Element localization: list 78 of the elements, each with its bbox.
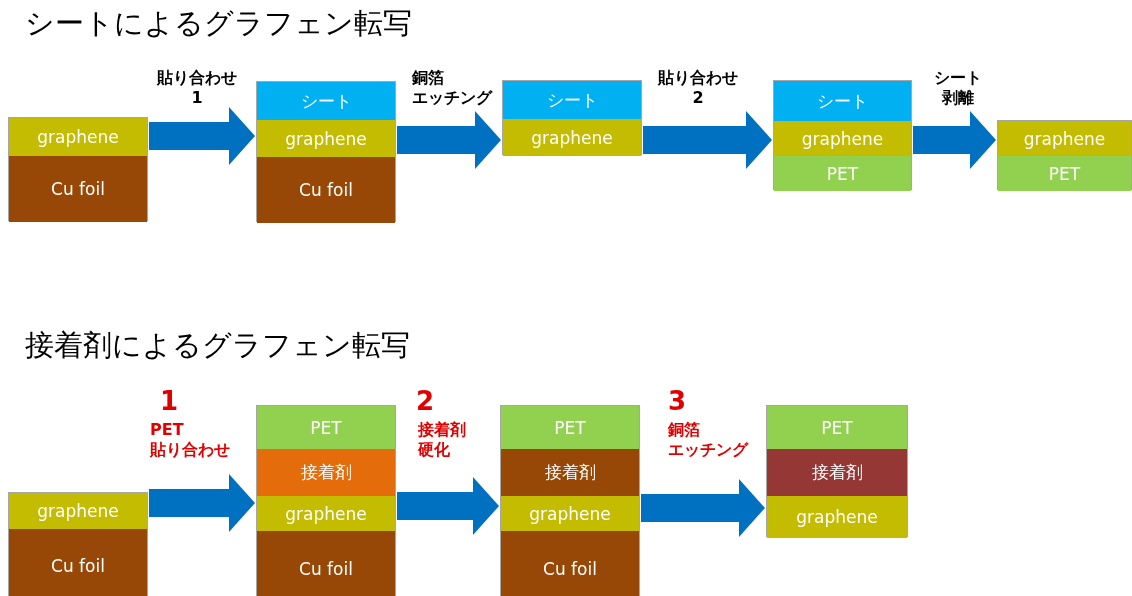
heading: 接着剤によるグラフェン転写	[25, 327, 410, 364]
layer-label: graphene	[285, 128, 367, 149]
step-number: 1	[160, 386, 179, 416]
material-layer	[9, 493, 147, 529]
block-arrow	[643, 111, 772, 169]
layer-label: Cu foil	[299, 180, 353, 200]
step-label: 銅箔エッチング	[668, 420, 750, 460]
layer-label: 接着剤	[811, 461, 863, 484]
material-layer	[767, 449, 907, 496]
material-layer	[9, 156, 147, 222]
layer-label: PET	[1048, 163, 1081, 184]
material-layer	[501, 531, 639, 596]
layer-label: Cu foil	[51, 179, 105, 199]
material-layer	[257, 531, 395, 596]
step-label: 貼り合わせ 1	[156, 68, 238, 108]
heading: シートによるグラフェン転写	[25, 5, 412, 42]
material-layer	[774, 121, 911, 156]
layer-label: シート	[546, 88, 598, 112]
block-arrow	[397, 477, 499, 535]
block-arrow	[149, 107, 255, 165]
block-arrow	[913, 111, 996, 169]
material-layer	[257, 406, 395, 449]
material-layer	[501, 496, 639, 531]
material-layer	[767, 496, 907, 538]
block-arrow	[397, 111, 501, 169]
material-layer	[257, 120, 395, 157]
layer-stack	[8, 492, 148, 596]
layer-label: PET	[310, 417, 342, 438]
layer-label: graphene	[796, 507, 878, 527]
material-layer	[501, 449, 639, 496]
step-number: 3	[668, 386, 687, 416]
layer-label: graphene	[801, 128, 884, 149]
layer-label: graphene	[37, 501, 119, 521]
material-layer	[503, 81, 641, 119]
material-layer	[774, 156, 911, 191]
step-number: 2	[416, 386, 435, 416]
step-label: 銅箔エッチング	[412, 68, 494, 108]
layer-label: 接着剤	[544, 461, 596, 484]
step-label: シート剥離	[933, 68, 983, 108]
material-layer	[257, 82, 395, 120]
material-layer	[998, 156, 1131, 191]
layer-stack	[997, 120, 1132, 190]
layer-label: Cu foil	[543, 558, 597, 579]
layer-stack	[256, 81, 396, 222]
layer-label: PET	[554, 417, 586, 438]
material-layer	[998, 121, 1131, 156]
material-layer	[774, 81, 911, 121]
step-label: PET 貼り合わせ	[150, 420, 231, 460]
layer-label: Cu foil	[299, 558, 353, 579]
layer-label: graphene	[531, 127, 613, 148]
layer-stack	[773, 80, 912, 190]
layer-label: graphene	[37, 127, 119, 147]
layer-label: graphene	[285, 503, 367, 524]
step-label: 接着剤硬化	[418, 420, 467, 460]
material-layer	[257, 449, 395, 496]
material-layer	[767, 406, 907, 449]
layer-stack	[256, 405, 396, 596]
layer-stack	[500, 405, 640, 596]
layer-label: graphene	[1023, 128, 1106, 149]
layer-stack	[502, 80, 642, 155]
layer-label: 接着剤	[300, 461, 352, 484]
step-label: 貼り合わせ 2	[657, 68, 739, 108]
material-layer	[9, 118, 147, 156]
layer-label: graphene	[529, 503, 611, 524]
block-arrow	[641, 479, 765, 537]
material-layer	[257, 496, 395, 531]
material-layer	[501, 406, 639, 449]
layer-stack	[766, 405, 908, 537]
layer-label: PET	[821, 417, 853, 438]
block-arrow	[149, 474, 255, 532]
material-layer	[257, 157, 395, 223]
material-layer	[9, 529, 147, 596]
layer-stack	[8, 117, 148, 221]
layer-label: Cu foil	[51, 556, 105, 576]
layer-label: シート	[817, 89, 868, 113]
material-layer	[503, 119, 641, 156]
layer-label: シート	[300, 89, 352, 113]
layer-label: PET	[826, 163, 859, 184]
